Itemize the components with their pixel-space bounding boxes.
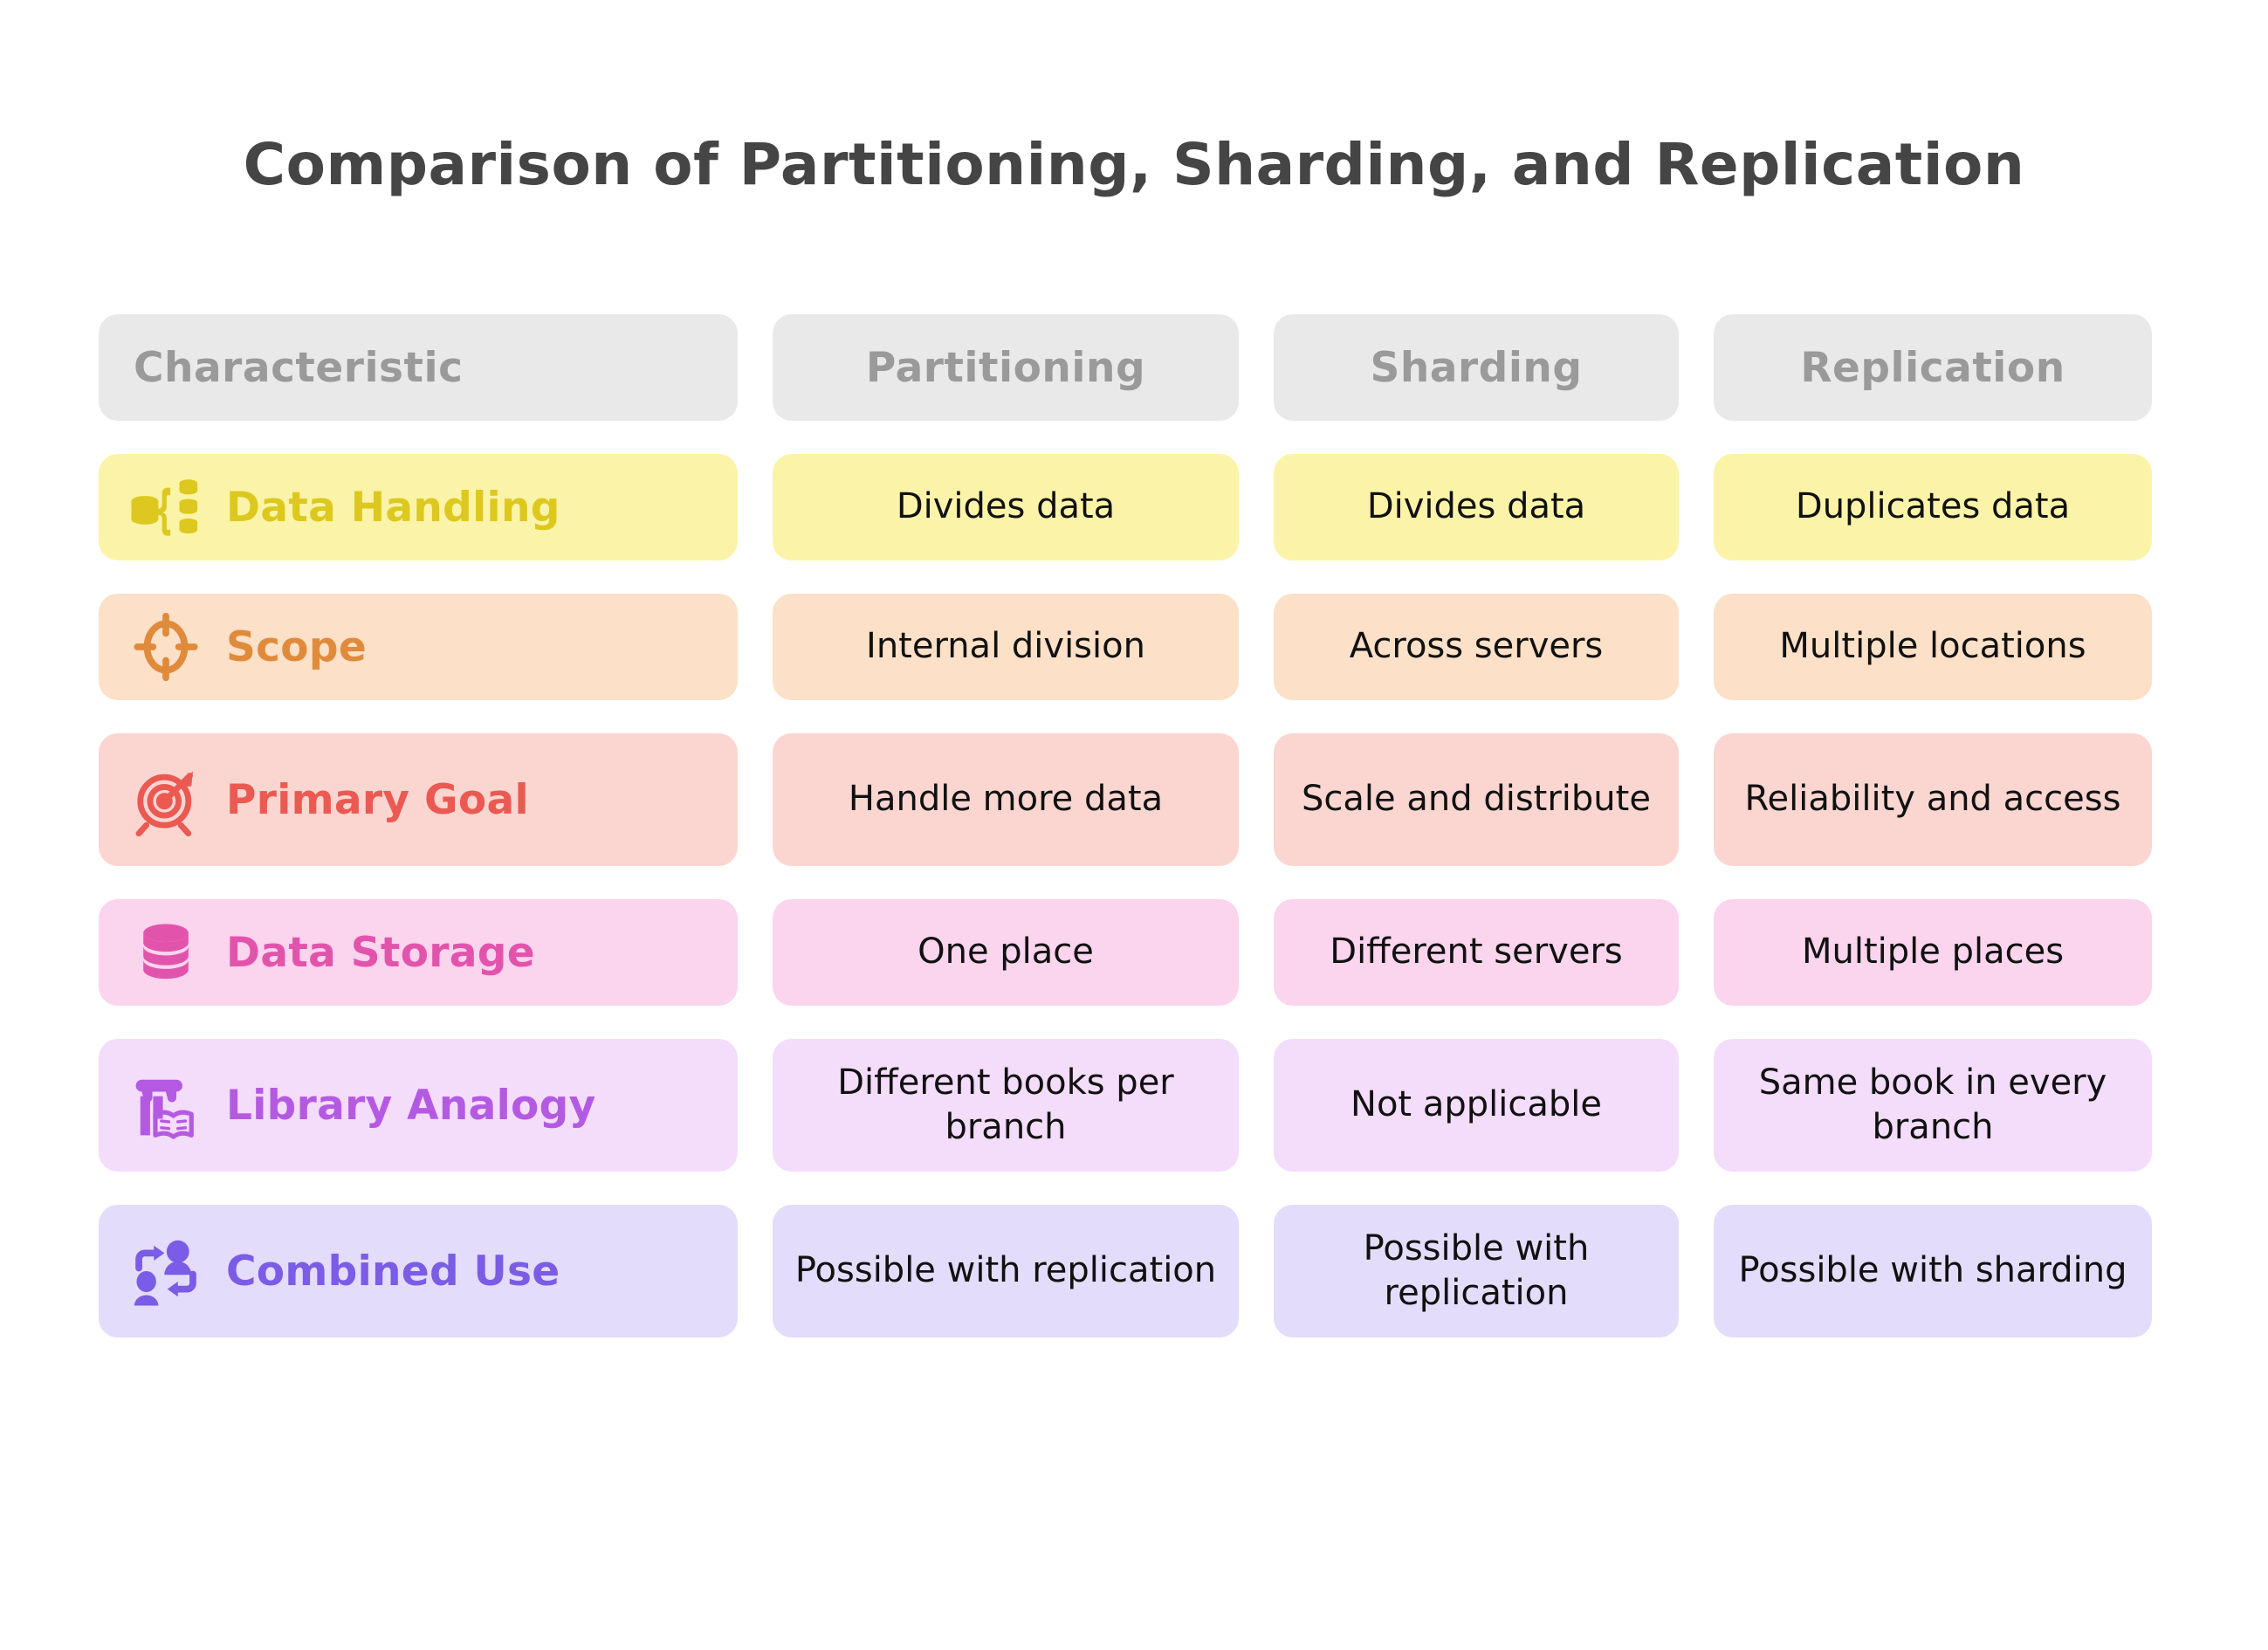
table-cell-sharding: Across servers xyxy=(1274,594,1679,700)
column-gap xyxy=(1239,594,1274,700)
column-gap xyxy=(738,899,773,1006)
characteristic-label: Data Handling xyxy=(226,483,560,532)
table-cell-partitioning: Internal division xyxy=(773,594,1239,700)
table-cell-sharding: Divides data xyxy=(1274,454,1679,560)
table-cell-sharding: Possible with replication xyxy=(1274,1205,1679,1337)
column-gap xyxy=(1239,1205,1274,1337)
column-gap xyxy=(1679,594,1714,700)
column-gap xyxy=(1239,899,1274,1006)
column-gap xyxy=(738,733,773,866)
target-arrow-icon xyxy=(128,762,203,837)
table-cell-partitioning: One place xyxy=(773,899,1239,1006)
crosshair-target-icon xyxy=(128,609,203,684)
table-row: Scope xyxy=(99,594,738,700)
table-cell-replication: Possible with sharding xyxy=(1714,1205,2152,1337)
column-gap xyxy=(738,1039,773,1172)
column-gap xyxy=(738,1205,773,1337)
table-cell-sharding: Different servers xyxy=(1274,899,1679,1006)
column-gap xyxy=(1679,899,1714,1006)
table-header-replication: Replication xyxy=(1714,314,2152,421)
characteristic-label: Combined Use xyxy=(226,1247,560,1296)
column-gap xyxy=(1239,1039,1274,1172)
header-label: Sharding xyxy=(1370,343,1583,392)
table-header-partitioning: Partitioning xyxy=(773,314,1239,421)
table-cell-replication: Multiple places xyxy=(1714,899,2152,1006)
characteristic-label: Scope xyxy=(226,622,368,671)
comparison-table: Characteristic Partitioning Sharding Rep… xyxy=(99,314,2152,1337)
database-stack-icon xyxy=(128,915,203,990)
column-gap xyxy=(1239,733,1274,866)
table-header-characteristic: Characteristic xyxy=(99,314,738,421)
characteristic-label: Library Analogy xyxy=(226,1081,596,1130)
table-cell-replication: Same book in every branch xyxy=(1714,1039,2152,1172)
table-row: Library Analogy xyxy=(99,1039,738,1172)
column-gap xyxy=(1679,733,1714,866)
library-column-book-icon xyxy=(128,1068,203,1143)
header-label: Replication xyxy=(1800,343,2065,392)
page-title: Comparison of Partitioning, Sharding, an… xyxy=(243,131,2025,198)
column-gap xyxy=(1679,314,1714,421)
characteristic-label: Data Storage xyxy=(226,928,535,977)
column-gap xyxy=(1239,314,1274,421)
table-cell-replication: Reliability and access xyxy=(1714,733,2152,866)
table-cell-replication: Duplicates data xyxy=(1714,454,2152,560)
people-exchange-icon xyxy=(128,1234,203,1309)
column-gap xyxy=(1239,454,1274,560)
table-row: Data Handling xyxy=(99,454,738,560)
column-gap xyxy=(738,454,773,560)
table-cell-partitioning: Divides data xyxy=(773,454,1239,560)
column-gap xyxy=(738,594,773,700)
table-cell-sharding: Not applicable xyxy=(1274,1039,1679,1172)
database-split-icon xyxy=(128,470,203,545)
column-gap xyxy=(738,314,773,421)
column-gap xyxy=(1679,454,1714,560)
table-row: Primary Goal xyxy=(99,733,738,866)
table-header-sharding: Sharding xyxy=(1274,314,1679,421)
table-cell-partitioning: Handle more data xyxy=(773,733,1239,866)
table-cell-replication: Multiple locations xyxy=(1714,594,2152,700)
column-gap xyxy=(1679,1039,1714,1172)
header-label: Partitioning xyxy=(865,343,1146,392)
characteristic-label: Primary Goal xyxy=(226,775,529,824)
table-cell-sharding: Scale and distribute xyxy=(1274,733,1679,866)
header-label: Characteristic xyxy=(134,343,464,392)
table-row: Data Storage xyxy=(99,899,738,1006)
table-cell-partitioning: Possible with replication xyxy=(773,1205,1239,1337)
column-gap xyxy=(1679,1205,1714,1337)
table-cell-partitioning: Different books per branch xyxy=(773,1039,1239,1172)
table-row: Combined Use xyxy=(99,1205,738,1337)
